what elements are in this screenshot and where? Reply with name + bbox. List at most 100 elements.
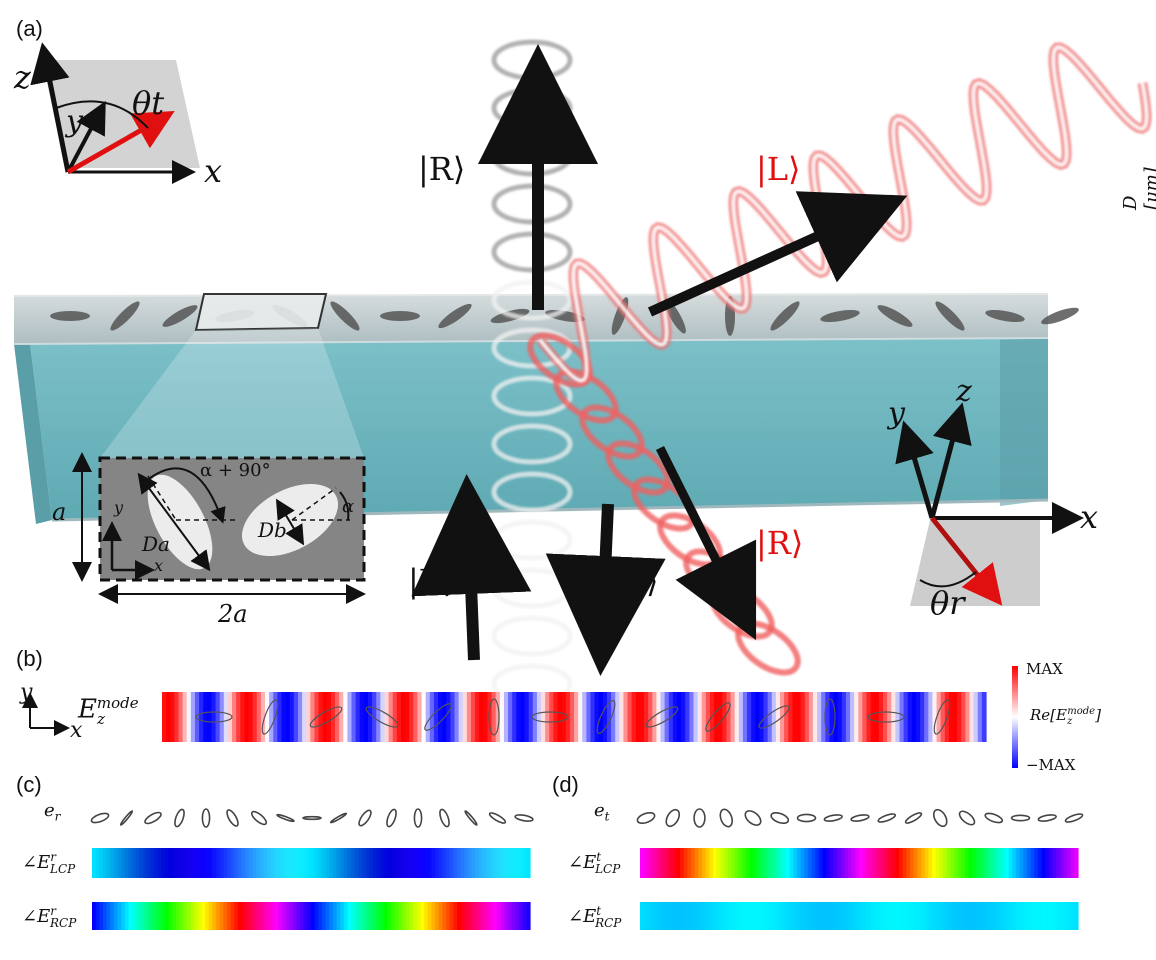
mode-field-cell: [874, 692, 880, 742]
nanoantenna-ellipse: [985, 309, 1025, 323]
polarization-ellipse: [1010, 814, 1031, 822]
phase-cell: [1070, 848, 1075, 878]
phase-cell: [420, 848, 425, 878]
mode-nanoantenna: [758, 705, 790, 729]
phase-cell: [102, 848, 108, 878]
state-L-right: |L⟩: [756, 150, 801, 188]
nanoantenna-ellipse: [330, 301, 360, 331]
mode-field-cell: [380, 692, 386, 742]
polarization-ellipse: [464, 810, 478, 826]
phase-cell: [1001, 902, 1006, 930]
phase-cell: [921, 902, 926, 930]
phase-cell: [789, 848, 794, 878]
wave-ring: [491, 615, 573, 657]
phase-cell: [665, 848, 670, 878]
mode-field-cell: [343, 692, 348, 742]
phase-cell: [467, 848, 473, 878]
mode-field-cell: [854, 692, 859, 742]
mode-field-cell: [256, 692, 262, 742]
mode-field-cell: [368, 692, 373, 742]
phase-cell: [683, 848, 689, 878]
mode-field-cell: [936, 692, 942, 742]
phase-cell: [851, 902, 856, 930]
phase-cell: [92, 848, 97, 878]
phase-cell: [460, 848, 465, 878]
phase-cell: [873, 902, 878, 930]
phase-cell: [669, 848, 674, 878]
phase-cell: [983, 902, 988, 930]
mode-field-cell: [429, 692, 435, 742]
polarization-ellipse: [823, 814, 843, 822]
phase-cell: [891, 902, 897, 930]
phase-cell: [720, 902, 725, 930]
mode-field-cell: [326, 692, 332, 742]
phase-cell: [924, 848, 929, 878]
phase-cell: [676, 902, 681, 930]
phase-cell: [457, 902, 462, 930]
phase-cell: [420, 902, 425, 930]
axis-z-label: z: [14, 58, 31, 96]
phase-cell: [252, 902, 257, 930]
mode-field-cell: [223, 692, 229, 742]
phase-cell: [351, 902, 356, 930]
diagonal-R-arrow: [655, 445, 757, 641]
mode-field-cell: [438, 692, 443, 742]
phase-cell: [829, 902, 835, 930]
phase-cell: [405, 848, 411, 878]
mode-field-cell: [487, 692, 493, 742]
mode-field-cell: [677, 692, 682, 742]
axis-x-label: x: [204, 152, 223, 190]
phase-cell: [223, 902, 228, 930]
phase-cell: [950, 902, 955, 930]
phase-cell: [658, 902, 663, 930]
phase-cell: [910, 902, 915, 930]
mode-field-cell: [281, 692, 287, 742]
mode-field-cell: [730, 692, 736, 742]
phase-cell: [807, 902, 813, 930]
phase-cell: [394, 902, 400, 930]
mode-nanoantenna: [867, 711, 905, 723]
phase-cell: [848, 848, 853, 878]
phase-cell: [165, 848, 170, 878]
phase-cell: [522, 902, 527, 930]
mode-field-cell: [396, 692, 402, 742]
mode-field-cell: [405, 692, 410, 742]
phase-cell: [939, 902, 944, 930]
mode-field-cell: [425, 692, 431, 742]
phase-cell: [691, 848, 696, 878]
phase-cell: [384, 848, 389, 878]
phase-cell: [489, 848, 495, 878]
mode-field-cell: [355, 692, 361, 742]
mode-field-cell: [499, 692, 505, 742]
nanoantenna-ellipse: [162, 305, 198, 327]
axis-x-b: x: [70, 718, 83, 743]
mode-nanoantenna: [309, 706, 343, 728]
mode-field-cell: [553, 692, 559, 742]
wave-curve-highlight: [538, 46, 1149, 383]
phase-cell: [102, 902, 108, 930]
state-R-in: |R⟩: [408, 562, 456, 600]
phase-cell: [413, 848, 418, 878]
phase-cell: [343, 902, 349, 930]
phase-cell: [869, 902, 875, 930]
phase-cell: [175, 902, 181, 930]
rcp-r-label: ∠ErRCP: [22, 904, 77, 930]
phase-cell: [917, 848, 922, 878]
mode-field-cell: [693, 692, 699, 742]
phase-cell: [687, 848, 692, 878]
phase-cell: [796, 902, 802, 930]
phase-cell: [1052, 902, 1057, 930]
phase-cell: [1041, 902, 1046, 930]
phase-cell: [205, 902, 210, 930]
polarization-ellipse: [386, 808, 397, 828]
phase-cell: [986, 848, 991, 878]
mode-field-cell: [454, 692, 460, 742]
phase-cell: [296, 848, 301, 878]
phase-cell: [121, 902, 126, 930]
phase-cell: [786, 902, 791, 930]
phase-cell: [227, 902, 232, 930]
mode-label: Ezmode: [78, 694, 139, 728]
phase-cell: [121, 848, 126, 878]
phase-cell: [822, 902, 827, 930]
